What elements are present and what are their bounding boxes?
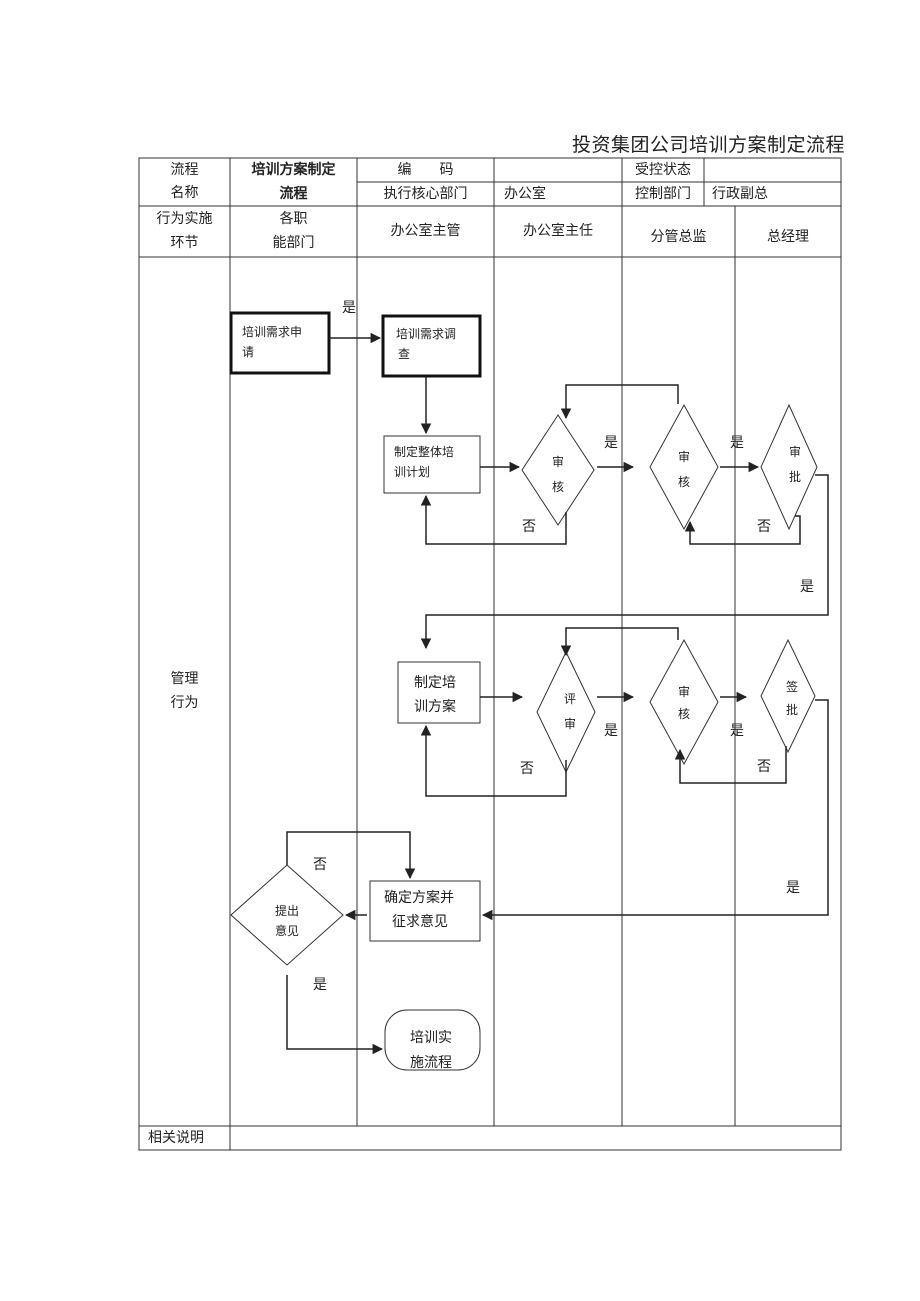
decision-text: 审 [677,450,690,464]
section-label-1: 管理 [170,671,199,687]
decision-text: 提出 [274,904,299,918]
node-text: 制定培 [414,675,456,691]
decision-text: 意见 [274,924,299,938]
row-label-2: 环节 [170,235,199,251]
edge-label-yes: 是 [730,723,744,739]
node-text: 训方案 [414,699,456,715]
node-confirm-plan [369,880,481,942]
edge-label-no: 否 [522,519,536,535]
code-label: 编 码 [397,162,454,178]
lane-dept-2: 办公室主管 [390,223,461,239]
node-text: 培训实 [410,1030,452,1046]
decision-text: 签 [785,680,798,694]
decision-text: 审 [677,685,690,699]
process-name-2: 流程 [279,186,308,202]
node-training-plan [397,661,481,724]
decision-text: 审 [788,445,801,459]
edge-label-yes: 是 [800,579,814,595]
document-title: 投资集团公司培训方案制定流程 [571,134,845,156]
lane-dept-4: 分管总监 [650,229,707,245]
control-dept-label: 控制部门 [635,186,691,202]
decision-text: 核 [551,480,564,494]
lane-dept-1a: 各职 [279,211,308,227]
edge-label-yes: 是 [730,435,744,451]
decision-text: 评 [563,692,576,706]
footer-label: 相关说明 [148,1130,204,1146]
decision-evaluate [536,650,596,774]
edge-label-no: 否 [313,857,327,873]
node-text: 培训需求申 [242,325,303,339]
control-status-label: 受控状态 [635,162,691,178]
decision-text: 批 [788,470,801,484]
table-grid [138,157,842,1151]
process-name-1: 培训方案制定 [251,162,336,178]
edge-label-yes: 是 [342,300,356,316]
lane-dept-3: 办公室主任 [523,223,593,239]
node-text: 施流程 [410,1055,452,1071]
decision-text: 审 [563,717,576,731]
edge-label-no: 否 [520,761,534,777]
edge-label-yes: 是 [604,723,618,739]
decision-review-2 [649,403,719,531]
exec-dept-value: 办公室 [504,186,546,202]
node-text: 查 [398,347,411,361]
control-dept-value: 行政副总 [712,186,768,202]
node-text: 确定方案并 [384,890,454,906]
node-training-implementation [384,1009,481,1071]
decision-text: 审 [551,455,564,469]
node-text: 制定整体培 [394,445,455,459]
node-training-survey [381,314,482,378]
node-training-request [229,311,331,375]
decision-text: 批 [785,703,798,717]
lane-dept-1b: 能部门 [272,235,315,251]
lane-dept-5: 总经理 [767,229,809,245]
process-label-1: 流程 [170,162,199,178]
node-overall-plan [383,435,481,494]
edge-label-yes: 是 [604,435,618,451]
connectors [286,332,829,1055]
decision-sign [760,638,816,754]
section-label-2: 行为 [170,695,199,711]
decision-review-3 [649,638,719,766]
decision-text: 核 [677,475,690,489]
node-text: 请 [242,345,255,359]
decision-text: 核 [677,707,690,721]
row-label-1: 行为实施 [156,211,213,227]
node-text: 培训需求调 [396,327,457,341]
edge-label-no: 否 [757,519,771,535]
node-text: 训计划 [394,465,431,479]
decision-approve-1 [760,403,818,531]
edge-label-yes: 是 [786,880,800,896]
process-label-2: 名称 [170,185,199,201]
node-text: 征求意见 [392,914,448,930]
edge-label-yes: 是 [313,977,327,993]
decision-review-1 [521,414,595,526]
edge-label-no: 否 [757,759,771,775]
decision-opinion [230,864,344,966]
exec-dept-label: 执行核心部门 [383,186,468,202]
